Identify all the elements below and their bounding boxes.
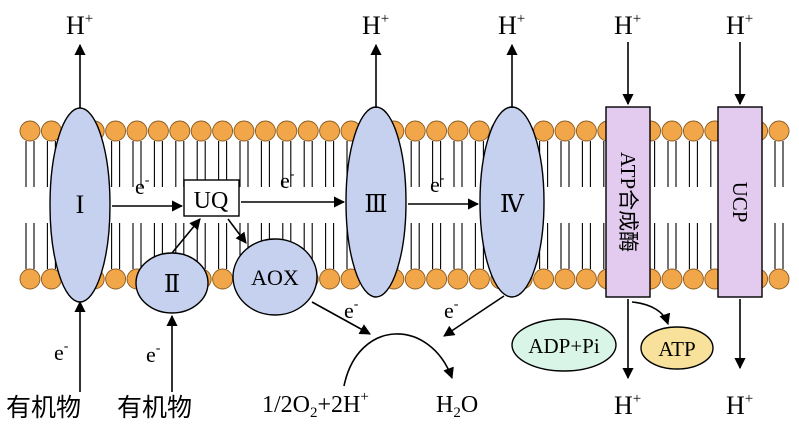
ucp-label: UCP [728, 182, 752, 223]
organic-label-2: 有机物 [117, 394, 192, 422]
adp-pi-label: ADP+Pi [528, 334, 600, 358]
arrow-2-to-uq [171, 218, 201, 254]
lipid-head [426, 268, 448, 290]
water-label: H2O [436, 392, 478, 421]
lipid-head [575, 268, 597, 290]
uq-label: UQ [194, 188, 229, 214]
h-plus-top-3: H+ [362, 11, 389, 40]
lipid-head [126, 120, 148, 142]
lipid-head [190, 120, 212, 142]
aox-label: AOX [251, 265, 299, 290]
lipid-head [554, 120, 576, 142]
arrows [74, 42, 746, 392]
electron-label-3-4: e- [430, 171, 445, 197]
arrow-aox-to-water [311, 301, 371, 335]
lipid-head [447, 268, 469, 290]
lipid-head [447, 120, 469, 142]
atp-synthase [605, 106, 651, 298]
lipid-head [426, 120, 448, 142]
arrow-4-to-water [443, 295, 505, 337]
complex-4-label: Ⅳ [500, 192, 525, 218]
electron-label-organic-1: e- [54, 339, 69, 365]
ucp-protein [717, 106, 763, 298]
lipid-head [682, 120, 704, 142]
lipid-head [468, 268, 490, 290]
atp-synthase-label: ATP合成酶 [616, 152, 640, 252]
lipid-head [276, 120, 298, 142]
lipid-head [404, 268, 426, 290]
lipid-head [147, 120, 169, 142]
oxygen-equation: 1/2O2+2H+ [262, 389, 369, 421]
lipid-head [554, 268, 576, 290]
h-plus-bottom-ucp: H+ [726, 391, 753, 420]
arrow-uq-to-aox [227, 218, 247, 244]
lipid-head [254, 120, 276, 142]
lipid-head [661, 268, 683, 290]
arrow-adp-to-atp [631, 301, 671, 326]
complex-2-label: Ⅱ [164, 272, 180, 298]
lipid-head [575, 120, 597, 142]
lipid-head [468, 120, 490, 142]
lipid-head [105, 268, 127, 290]
electron-label-4: e- [444, 297, 459, 323]
electron-label-organic-2: e- [146, 341, 161, 367]
lipid-head [533, 120, 555, 142]
electron-label-aox: e- [344, 297, 359, 323]
h-plus-top-atp: H+ [614, 11, 641, 40]
electron-label-uq-3: e- [280, 167, 295, 193]
electron-label-1-uq: e- [135, 173, 150, 199]
organic-label-1: 有机物 [6, 394, 81, 422]
lipid-head [169, 120, 191, 142]
aox-enzyme [232, 238, 318, 316]
lipid-head [319, 120, 341, 142]
adp-pi-ellipse [511, 318, 617, 372]
atp-label: ATP [658, 337, 695, 361]
complex-3-label: Ⅲ [364, 192, 387, 218]
lipid-head [768, 268, 790, 290]
uq-box [183, 179, 240, 217]
lipid-head [19, 120, 41, 142]
h-plus-top-ucp: H+ [726, 11, 753, 40]
lipid-head [212, 120, 234, 142]
lipid-head [105, 120, 127, 142]
atp-ellipse [640, 326, 714, 370]
lipid-head [233, 120, 255, 142]
h-plus-bottom-atp: H+ [614, 391, 641, 420]
lipid-head [404, 120, 426, 142]
lipid-head [682, 268, 704, 290]
lipid-head [319, 268, 341, 290]
arrow-oxygen-curve [343, 333, 454, 387]
lipid-head [212, 268, 234, 290]
complex-1-label: I [76, 190, 85, 219]
lipid-head [533, 268, 555, 290]
lipid-head [661, 120, 683, 142]
h-plus-top-4: H+ [498, 11, 525, 40]
lipid-head [297, 120, 319, 142]
lipid-head [768, 120, 790, 142]
lipid-head [19, 268, 41, 290]
h-plus-top-1: H+ [66, 11, 93, 40]
